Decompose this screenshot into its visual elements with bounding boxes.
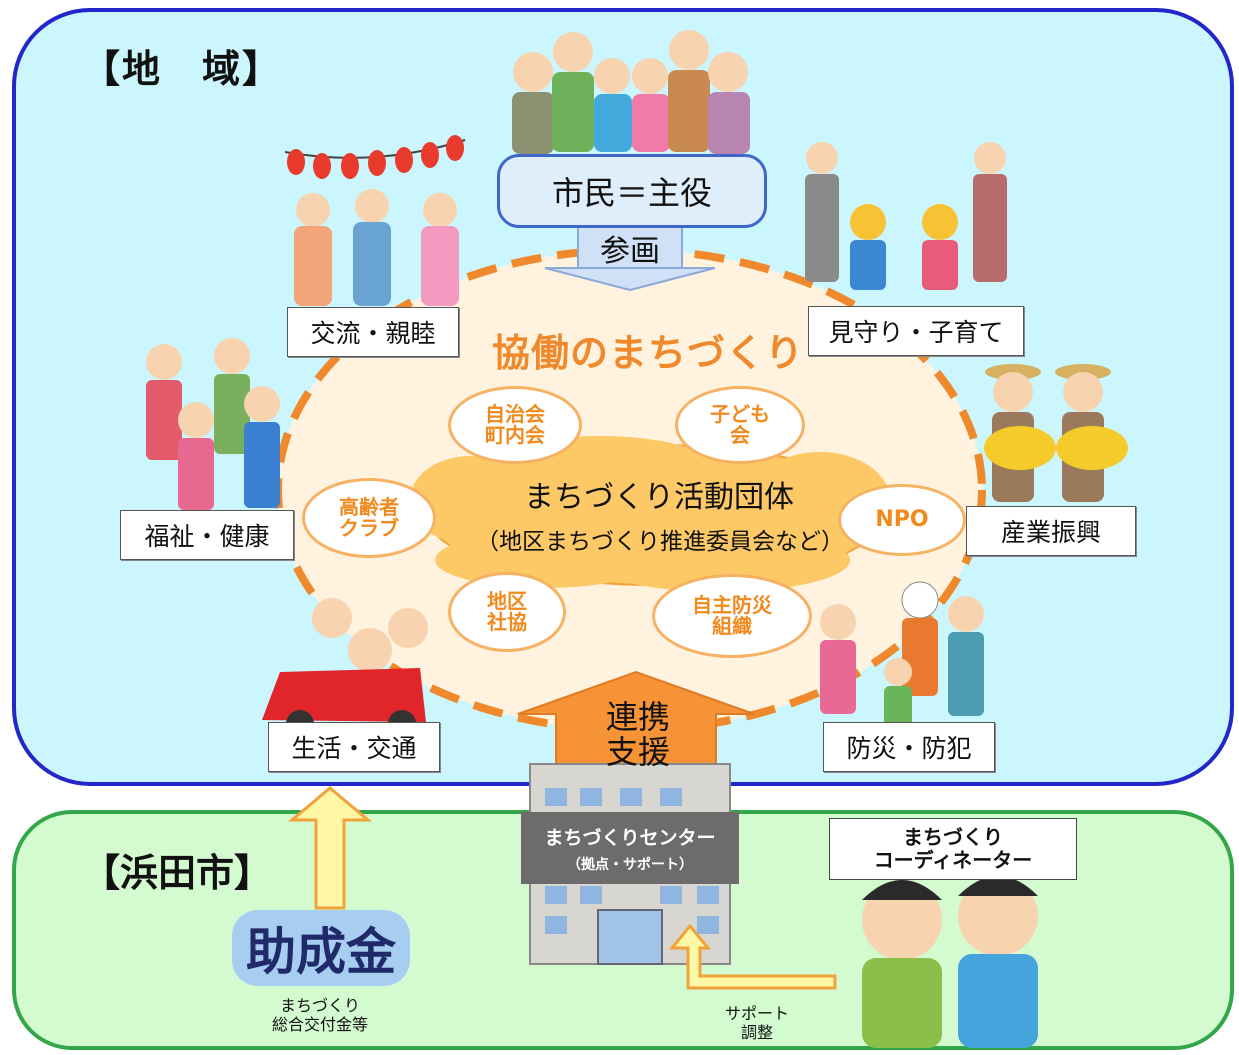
grant-note-line1: まちづくり: [279, 996, 360, 1015]
grant-arrow: [287, 786, 373, 910]
school-crossing-illustration: [805, 142, 1007, 290]
theme-sangyo: 産業振興: [966, 506, 1136, 556]
coordinator-line1: まちづくり: [903, 825, 1003, 849]
group-koureisha-line2: クラブ: [339, 516, 399, 540]
group-koureisha-line1: 高齢者: [339, 495, 399, 519]
group-koureisha: 高齢者クラブ: [302, 478, 436, 558]
car-seniors-illustration: [262, 598, 428, 738]
group-kodomokai: 子ども会: [675, 386, 805, 464]
group-chiku-shakyo: 地区社協: [448, 572, 566, 652]
support-arrow: [517, 670, 755, 771]
group-jichikai-line2: 町内会: [485, 423, 545, 447]
center-role: （拠点・サポート）: [567, 856, 693, 873]
grant-note-line2: 総合交付金等: [271, 1015, 368, 1035]
coordination-arrow: [668, 923, 837, 990]
group-kodomokai-line2: 会: [730, 423, 750, 447]
collab-title: 協働のまちづくり: [491, 331, 804, 375]
theme-fukushi: 福祉・健康: [120, 510, 294, 560]
group-jichikai-line1: 自治会: [485, 402, 545, 426]
participation-label: 参画: [600, 234, 660, 269]
participation-arrow: [544, 225, 716, 292]
support-note: サポート 調整: [702, 1004, 812, 1042]
city-title: 【浜田市】: [82, 851, 273, 895]
support-note-line1: サポート: [724, 1004, 789, 1023]
family-group-illustration: [512, 30, 750, 154]
group-jishu-bousai-line2: 組織: [712, 614, 752, 638]
support-arrow-label: 連携 支援: [598, 698, 678, 772]
coordinators-illustration: [862, 876, 1038, 1048]
group-jishu-bousai: 自主防災組織: [652, 574, 812, 658]
coordinator-line2: コーディネーター: [873, 848, 1033, 872]
joggers-illustration: [146, 338, 280, 510]
farmers-harvest-illustration: [984, 364, 1128, 502]
support-arrow-line2: 支援: [605, 733, 670, 772]
activity-sub-label: （地区まちづくり推進委員会など）: [476, 529, 844, 555]
region-title: 【地 域】: [82, 47, 283, 91]
group-jichikai: 自治会町内会: [448, 386, 582, 464]
activity-main-label: まちづくり活動団体: [524, 480, 794, 515]
theme-bousai: 防災・防犯: [823, 722, 995, 772]
grant-label: 助成金: [232, 910, 410, 986]
group-npo: NPO: [838, 484, 966, 556]
evacuation-illustration: [820, 581, 984, 726]
theme-koryu: 交流・親睦: [287, 307, 459, 357]
group-jishu-bousai-line1: 自主防災: [692, 593, 772, 617]
support-note-line2: 調整: [740, 1023, 773, 1043]
support-arrow-line1: 連携: [605, 698, 670, 736]
machizukuri-center-label: まちづくりセンター （拠点・サポート）: [521, 812, 739, 884]
group-chiku-shakyo-line1: 地区: [487, 589, 527, 613]
festival-dancers-illustration: [284, 135, 466, 306]
group-kodomokai-line1: 子ども: [710, 402, 770, 426]
citizen-box: 市民＝主役: [497, 154, 767, 228]
group-chiku-shakyo-line2: 社協: [487, 610, 527, 634]
center-name: まちづくりセンター: [544, 826, 716, 849]
grant-note: まちづくり 総合交付金等: [250, 996, 390, 1034]
coordinator-box: まちづくり コーディネーター: [829, 818, 1077, 880]
theme-seikatsu: 生活・交通: [268, 722, 440, 772]
theme-mimamori: 見守り・子育て: [808, 306, 1024, 356]
